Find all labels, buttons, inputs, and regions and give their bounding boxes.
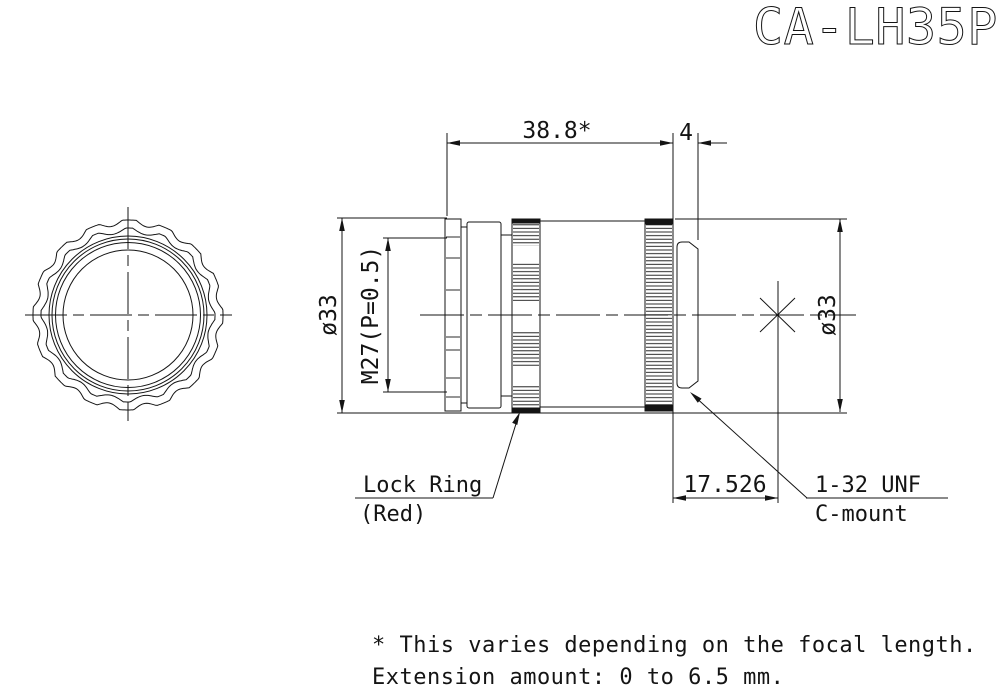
dim-4-text: 4 bbox=[679, 120, 693, 146]
front-ring-scallop-edges bbox=[446, 236, 460, 398]
dimensions: 38.8* 4 ø33 M27(P=0.5) ø33 17.526 bbox=[316, 118, 847, 503]
callouts: Lock Ring (Red) 1-32 UNF C-mount bbox=[355, 394, 948, 527]
main-barrel bbox=[539, 220, 646, 408]
arrowhead bbox=[447, 140, 460, 146]
arrowhead bbox=[660, 140, 673, 146]
dim-38-8-text: 38.8* bbox=[522, 118, 591, 144]
dim-m27-text: M27(P=0.5) bbox=[358, 246, 384, 384]
side-view bbox=[420, 218, 856, 413]
arrowhead bbox=[385, 379, 391, 392]
arrowhead bbox=[765, 495, 778, 501]
arrowhead bbox=[698, 140, 711, 146]
lock-ring-top-cap bbox=[511, 218, 541, 224]
lock-ring-color-label: (Red) bbox=[360, 502, 426, 527]
arrowhead bbox=[339, 400, 345, 413]
note-line1: * This varies depending on the focal len… bbox=[372, 633, 977, 658]
arrowhead bbox=[837, 399, 843, 412]
dim-d33-right-text: ø33 bbox=[815, 294, 841, 336]
cmount-leader bbox=[692, 394, 808, 499]
lock-ring-leader bbox=[492, 413, 520, 499]
dim-17-526-text: 17.526 bbox=[683, 472, 766, 498]
arrowhead bbox=[837, 219, 843, 232]
mount-knurl-bottom-cap bbox=[644, 404, 674, 412]
focal-plane-cross-2 bbox=[759, 297, 796, 333]
note-line2: Extension amount: 0 to 6.5 mm. bbox=[372, 665, 784, 690]
lock-ring-bottom-cap bbox=[511, 407, 541, 413]
page-title: CA-LH35P bbox=[753, 0, 998, 56]
mount-thread-label: 1-32 UNF bbox=[815, 473, 921, 498]
arrowhead bbox=[673, 495, 686, 501]
mount-knurl-top-cap bbox=[644, 218, 674, 225]
mount-type-label: C-mount bbox=[815, 502, 908, 527]
lock-ring-label: Lock Ring bbox=[363, 473, 482, 498]
lock-ring-knurl-band bbox=[513, 330, 539, 366]
dim-d33-left-text: ø33 bbox=[316, 294, 342, 336]
arrowhead bbox=[385, 238, 391, 251]
lock-ring-knurl-band bbox=[513, 262, 539, 301]
c-mount-cylinder bbox=[676, 241, 699, 389]
arrowhead bbox=[512, 412, 520, 426]
lock-ring-knurl-band bbox=[513, 385, 539, 411]
front-view bbox=[25, 207, 232, 421]
notes: * This varies depending on the focal len… bbox=[372, 633, 977, 690]
arrowhead bbox=[339, 218, 345, 231]
